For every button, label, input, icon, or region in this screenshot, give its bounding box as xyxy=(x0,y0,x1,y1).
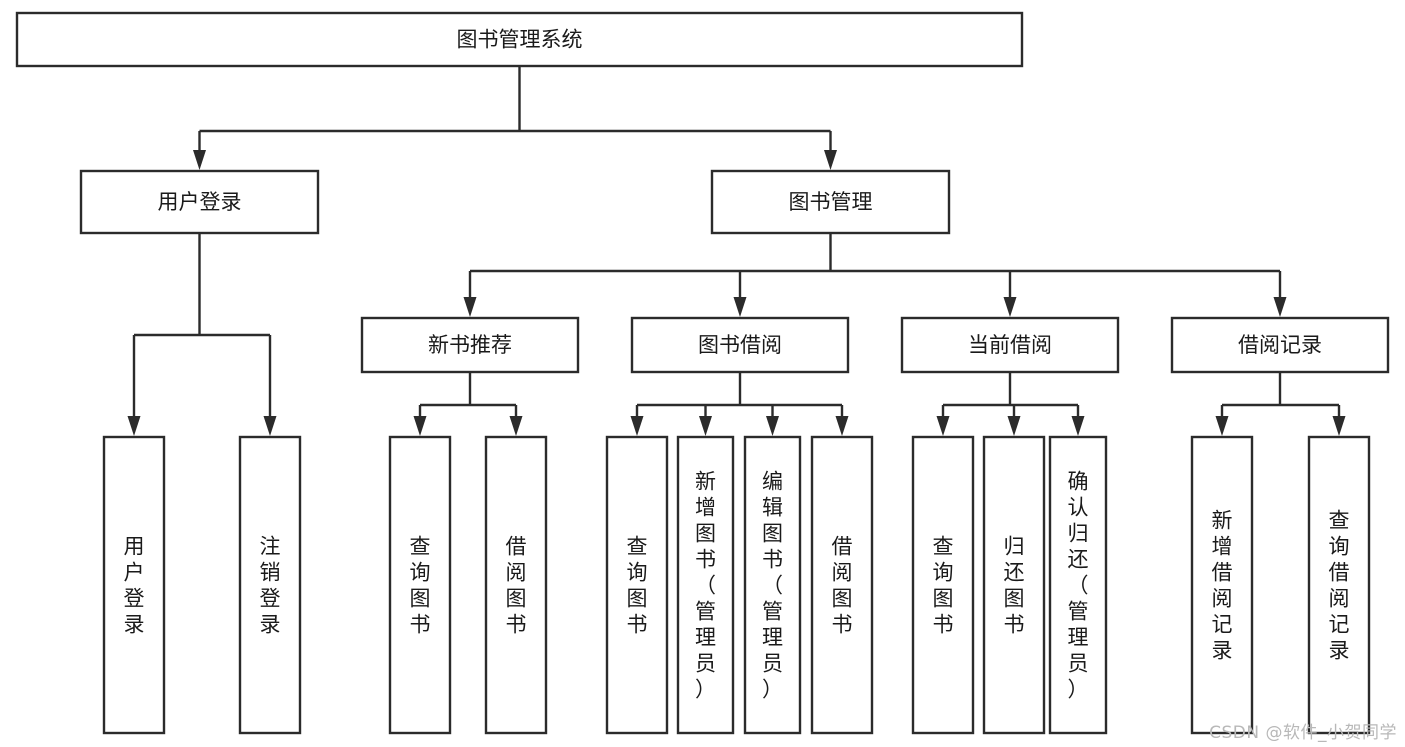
node-box-leaf_add_book[interactable] xyxy=(676,435,735,735)
node-label-leaf_user_login: 用户登录 xyxy=(124,534,145,636)
node-label-leaf_query_record: 查询借阅记录 xyxy=(1329,508,1350,662)
arrow-head-icon xyxy=(127,416,141,436)
node-label-leaf_add_book: 新增图书（管理员） xyxy=(695,469,716,701)
node-label-leaf_edit_book: 编辑图书（管理员） xyxy=(762,469,783,701)
arrow-head-icon xyxy=(193,150,206,170)
node-label-book_borrow: 图书借阅 xyxy=(698,333,782,357)
arrow-head-icon xyxy=(936,416,950,436)
arrow-head-icon xyxy=(835,416,849,436)
node-box-leaf_edit_book[interactable] xyxy=(743,435,802,735)
node-label-new_book_rec: 新书推荐 xyxy=(428,333,512,357)
node-box-leaf_query_book_3[interactable] xyxy=(911,435,975,735)
arrow-head-icon xyxy=(1003,297,1017,317)
node-box-book_borrow[interactable] xyxy=(630,316,850,374)
node-label-leaf_query_book_3: 查询图书 xyxy=(933,534,954,636)
arrow-head-icon xyxy=(824,150,837,170)
node-box-leaf_return_book[interactable] xyxy=(982,435,1046,735)
arrow-head-icon xyxy=(630,416,644,436)
node-box-leaf_query_book_2[interactable] xyxy=(605,435,669,735)
node-box-leaf_borrow_book_1[interactable] xyxy=(484,435,548,735)
node-box-leaf_confirm_return[interactable] xyxy=(1048,435,1108,735)
node-label-leaf_return_book: 归还图书 xyxy=(1004,534,1025,636)
arrow-head-icon xyxy=(413,416,427,436)
arrow-head-icon xyxy=(1273,297,1287,317)
node-box-leaf_query_record[interactable] xyxy=(1307,435,1371,735)
node-label-leaf_confirm_return: 确认归还（管理员） xyxy=(1068,469,1089,701)
arrow-head-icon xyxy=(1071,416,1085,436)
node-label-borrow_record: 借阅记录 xyxy=(1238,333,1322,357)
node-label-book_manage: 图书管理 xyxy=(789,190,873,214)
node-label-leaf_query_book_1: 查询图书 xyxy=(410,534,431,636)
node-box-borrow_record[interactable] xyxy=(1170,316,1390,374)
node-box-user_login[interactable] xyxy=(79,169,320,235)
arrow-head-icon xyxy=(509,416,523,436)
node-box-leaf_user_login[interactable] xyxy=(102,435,166,735)
arrow-head-icon xyxy=(1007,416,1021,436)
arrow-head-icon xyxy=(699,416,712,436)
node-box-leaf_borrow_book_2[interactable] xyxy=(810,435,874,735)
node-label-root: 图书管理系统 xyxy=(457,28,583,52)
arrow-head-icon xyxy=(1332,416,1346,436)
node-box-current_borrow[interactable] xyxy=(900,316,1120,374)
node-label-user_login: 用户登录 xyxy=(158,190,242,214)
arrow-head-icon xyxy=(263,416,277,436)
arrow-head-icon xyxy=(1215,416,1229,436)
arrow-head-icon xyxy=(766,416,779,436)
node-label-leaf_add_record: 新增借阅记录 xyxy=(1212,508,1233,662)
node-label-leaf_borrow_book_2: 借阅图书 xyxy=(832,534,853,636)
node-label-leaf_query_book_2: 查询图书 xyxy=(627,534,648,636)
node-label-current_borrow: 当前借阅 xyxy=(968,333,1052,357)
node-label-leaf_logout: 注销登录 xyxy=(260,534,281,636)
node-box-book_manage[interactable] xyxy=(710,169,951,235)
watermark-label: CSDN @软件_小贺同学 xyxy=(1209,723,1397,743)
arrow-head-icon xyxy=(463,297,477,317)
node-box-leaf_logout[interactable] xyxy=(238,435,302,735)
node-label-leaf_borrow_book_1: 借阅图书 xyxy=(506,534,527,636)
node-box-new_book_rec[interactable] xyxy=(360,316,580,374)
node-box-root[interactable] xyxy=(15,11,1024,68)
node-box-leaf_query_book_1[interactable] xyxy=(388,435,452,735)
arrow-head-icon xyxy=(733,297,747,317)
node-box-leaf_add_record[interactable] xyxy=(1190,435,1254,735)
